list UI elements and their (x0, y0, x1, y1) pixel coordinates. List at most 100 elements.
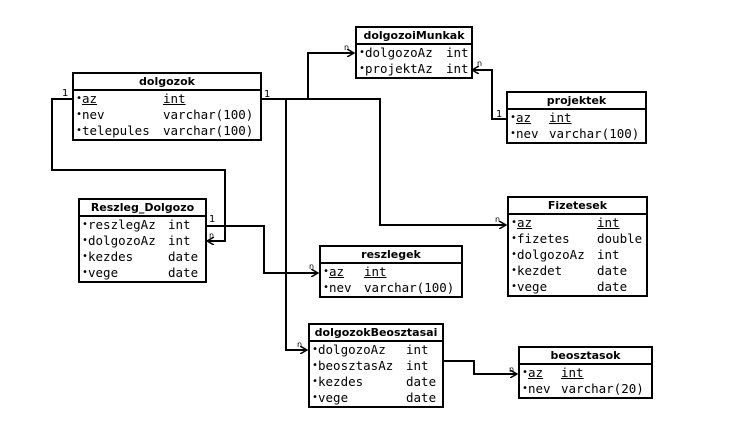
bullet-icon: • (312, 376, 319, 387)
field-name: az (329, 264, 345, 279)
cardinality-many: n (495, 215, 500, 224)
field-name: vege (517, 279, 548, 294)
field-row[interactable]: •kezdet date (509, 263, 646, 279)
bullet-icon: • (312, 392, 319, 403)
field-name: nev (329, 280, 352, 295)
field-type: date (597, 263, 628, 278)
table-title: projektek (508, 93, 645, 110)
table-title: Reszleg_Dolgozo (80, 200, 205, 217)
field-row[interactable]: •az int (74, 91, 260, 107)
field-name: beosztasAz (318, 358, 394, 373)
field-name: kezdes (318, 374, 364, 389)
field-name: az (82, 91, 98, 106)
bullet-icon: • (522, 383, 529, 394)
field-name: az (516, 110, 532, 125)
bullet-icon: • (76, 93, 83, 104)
field-type: int (168, 217, 191, 232)
bullet-icon: • (82, 251, 89, 262)
field-row[interactable]: •vege date (509, 279, 646, 295)
field-row[interactable]: •projektAz int (357, 61, 471, 77)
field-name: az (528, 365, 544, 380)
field-type: int (597, 247, 620, 262)
bullet-icon: • (82, 235, 89, 246)
field-name: vege (88, 265, 119, 280)
relation-dolgozok-dolgozoiMunkak (262, 53, 354, 100)
field-type: date (597, 279, 628, 294)
field-name: dolgozoAz (517, 247, 585, 262)
field-type: int (446, 61, 469, 76)
field-name: fizetes (517, 231, 570, 246)
field-type: int (168, 233, 191, 248)
field-row[interactable]: •dolgozoAz int (310, 342, 442, 358)
field-type: int (163, 91, 186, 106)
cardinality-many: n (297, 340, 302, 349)
field-name: telepules (82, 123, 150, 138)
field-type: int (446, 45, 469, 60)
field-name: projektAz (365, 61, 433, 76)
field-name: dolgozoAz (365, 45, 433, 60)
bullet-icon: • (511, 265, 518, 276)
bullet-icon: • (82, 219, 89, 230)
cardinality-one: 1 (496, 109, 502, 120)
table-title: beosztasok (520, 348, 651, 365)
bullet-icon: • (359, 63, 366, 74)
bullet-icon: • (76, 109, 83, 120)
field-name: az (517, 215, 533, 230)
field-type: int (364, 264, 387, 279)
relation-projektek-dolgozoiMunkak (472, 70, 506, 120)
table-title: Fizetesek (509, 198, 646, 215)
field-name: nev (82, 107, 105, 122)
field-type: int (597, 215, 620, 230)
bullet-icon: • (511, 217, 518, 228)
bullet-icon: • (76, 125, 83, 136)
field-name: kezdet (517, 263, 563, 278)
cardinality-one: 1 (62, 88, 68, 99)
field-type: varchar(100) (364, 280, 455, 295)
field-type: double (597, 231, 643, 246)
relation-beosztasok-dolgozokBeosztasai (432, 360, 517, 374)
table-title: reszlegek (321, 247, 461, 264)
bullet-icon: • (312, 344, 319, 355)
bullet-icon: • (510, 128, 517, 139)
field-row[interactable]: •az int (509, 215, 646, 231)
field-name: dolgozoAz (318, 342, 386, 357)
field-type: varchar(20) (561, 381, 644, 396)
cardinality-many: n (344, 43, 349, 52)
field-type: date (406, 374, 437, 389)
bullet-icon: • (312, 360, 319, 371)
bullet-icon: • (511, 281, 518, 292)
field-row[interactable]: •kezdes date (310, 374, 442, 390)
field-type: int (406, 342, 429, 357)
field-type: int (561, 365, 584, 380)
cardinality-many: n (209, 231, 214, 240)
field-name: vege (318, 390, 349, 405)
field-type: date (168, 265, 199, 280)
field-name: nev (516, 126, 539, 141)
